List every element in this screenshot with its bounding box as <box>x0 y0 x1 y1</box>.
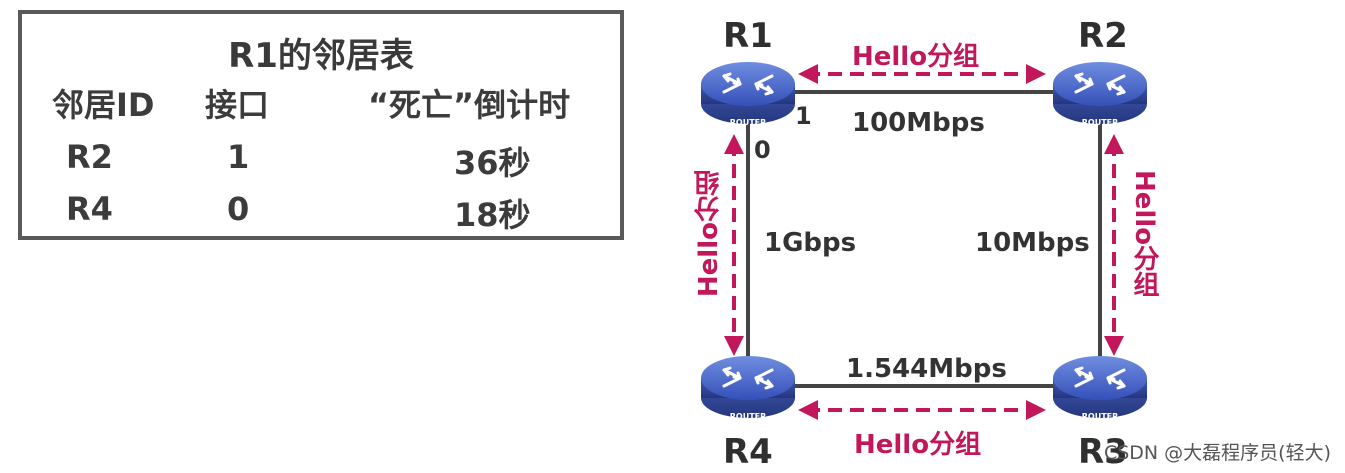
link-speed-r1-r4: 1Gbps <box>764 228 857 258</box>
router-name-r2: R2 <box>1078 16 1128 56</box>
router-icon-r4: ROUTER <box>699 354 797 421</box>
row-r2-timer: 36秒 <box>454 144 531 182</box>
router-badge-r4: ROUTER <box>730 412 767 421</box>
router-badge-r1: ROUTER <box>730 118 767 127</box>
port-label-r1-to-r2: 1 <box>795 102 812 130</box>
router-badge-r2: ROUTER <box>1082 118 1119 127</box>
hello-label-left: Hello分组 <box>694 170 724 298</box>
table-title: R1的邻居表 <box>228 36 414 76</box>
router-badge-r3: ROUTER <box>1082 412 1119 421</box>
header-interface: 接口 <box>205 86 270 124</box>
router-name-r4: R4 <box>723 432 773 472</box>
router-name-r3: R3 <box>1078 432 1128 472</box>
hello-label-right: Hello分组 <box>1129 170 1159 298</box>
row-r2-interface: 1 <box>227 138 250 176</box>
neighbor-table-panel: R1的邻居表 邻居ID 接口 “死亡”倒计时 R2 1 36秒 R4 0 18秒 <box>18 10 624 240</box>
port-label-r1-to-r4: 0 <box>754 136 771 164</box>
router-icon-r2: ROUTER <box>1051 60 1149 127</box>
link-speed-r2-r3: 10Mbps <box>975 228 1090 258</box>
header-neighbor-id: 邻居ID <box>52 86 155 124</box>
header-dead-timer: “死亡”倒计时 <box>368 86 571 124</box>
link-speed-r1-r2: 100Mbps <box>852 108 985 138</box>
router-icon-r1: ROUTER <box>699 60 797 127</box>
row-r4-neighbor: R4 <box>66 190 113 228</box>
hello-label-top: Hello分组 <box>852 42 980 72</box>
row-r4-timer: 18秒 <box>454 196 531 234</box>
router-name-r1: R1 <box>723 16 773 56</box>
link-speed-r4-r3: 1.544Mbps <box>846 354 1007 384</box>
watermark: CSDN @大磊程序员(轻大) <box>1103 442 1331 464</box>
row-r4-interface: 0 <box>227 190 250 228</box>
router-icon-r3: ROUTER <box>1051 354 1149 421</box>
row-r2-neighbor: R2 <box>66 138 113 176</box>
hello-label-bottom: Hello分组 <box>854 430 982 460</box>
